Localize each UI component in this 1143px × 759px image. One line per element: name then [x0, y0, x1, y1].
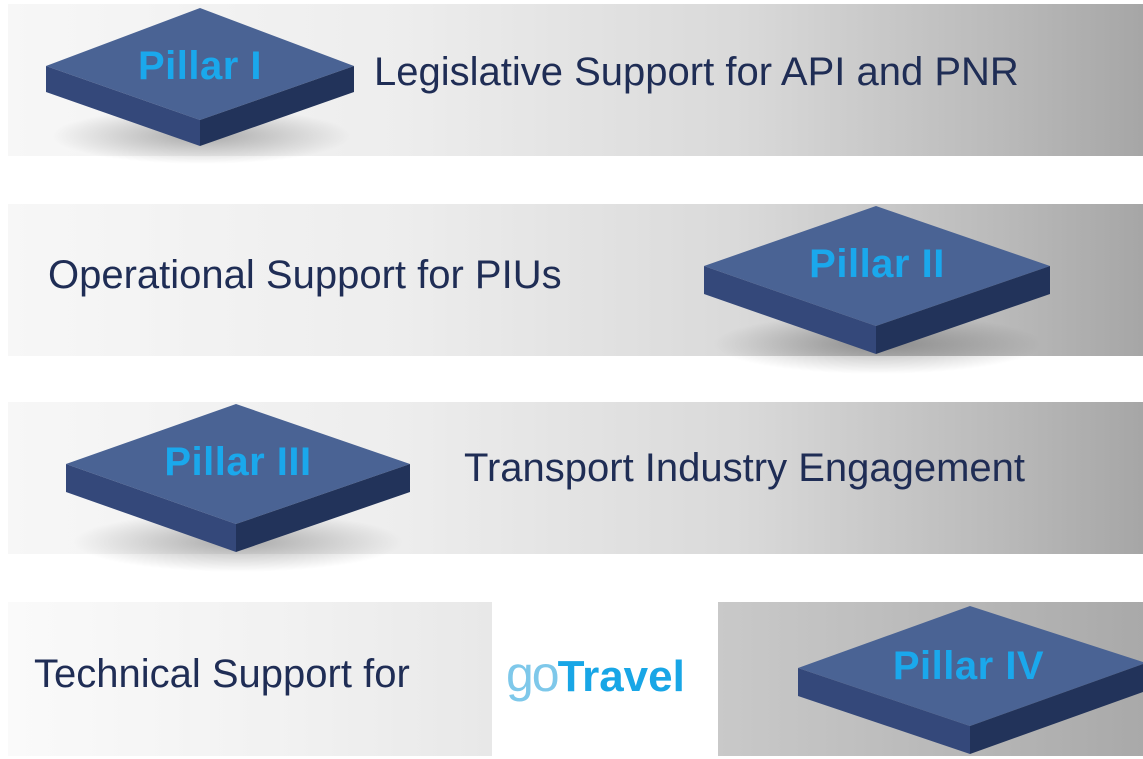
pillar-3-block: Pillar III: [62, 402, 414, 574]
logo-travel-text: Travel: [557, 652, 685, 701]
pillar-2-block: Pillar II: [700, 204, 1054, 376]
pillar-4-block: Pillar IV: [794, 604, 1143, 759]
pillar-block-icon: [704, 206, 1050, 374]
pillar-label: Pillar IV: [892, 644, 1045, 688]
pillar-label: Pillar III: [164, 440, 312, 484]
gotravel-logo: goTravel: [506, 645, 685, 703]
pillar-1-block: Pillar I: [42, 6, 358, 166]
pillar-label: Pillar II: [809, 242, 945, 286]
pillar-block-icon: [66, 404, 410, 572]
pillar-2-description: Operational Support for PIUs: [48, 253, 562, 297]
pillar-block-icon: [46, 8, 354, 164]
pillar-label: Pillar I: [137, 44, 263, 88]
pillar-1-description: Legislative Support for API and PNR: [374, 50, 1019, 94]
pillar-block-icon: [798, 606, 1143, 754]
pillar-4-description: Technical Support for: [34, 652, 410, 696]
band-pillar-4-left: [8, 602, 492, 756]
logo-go-text: go: [506, 646, 560, 702]
pillar-3-description: Transport Industry Engagement: [464, 446, 1026, 490]
